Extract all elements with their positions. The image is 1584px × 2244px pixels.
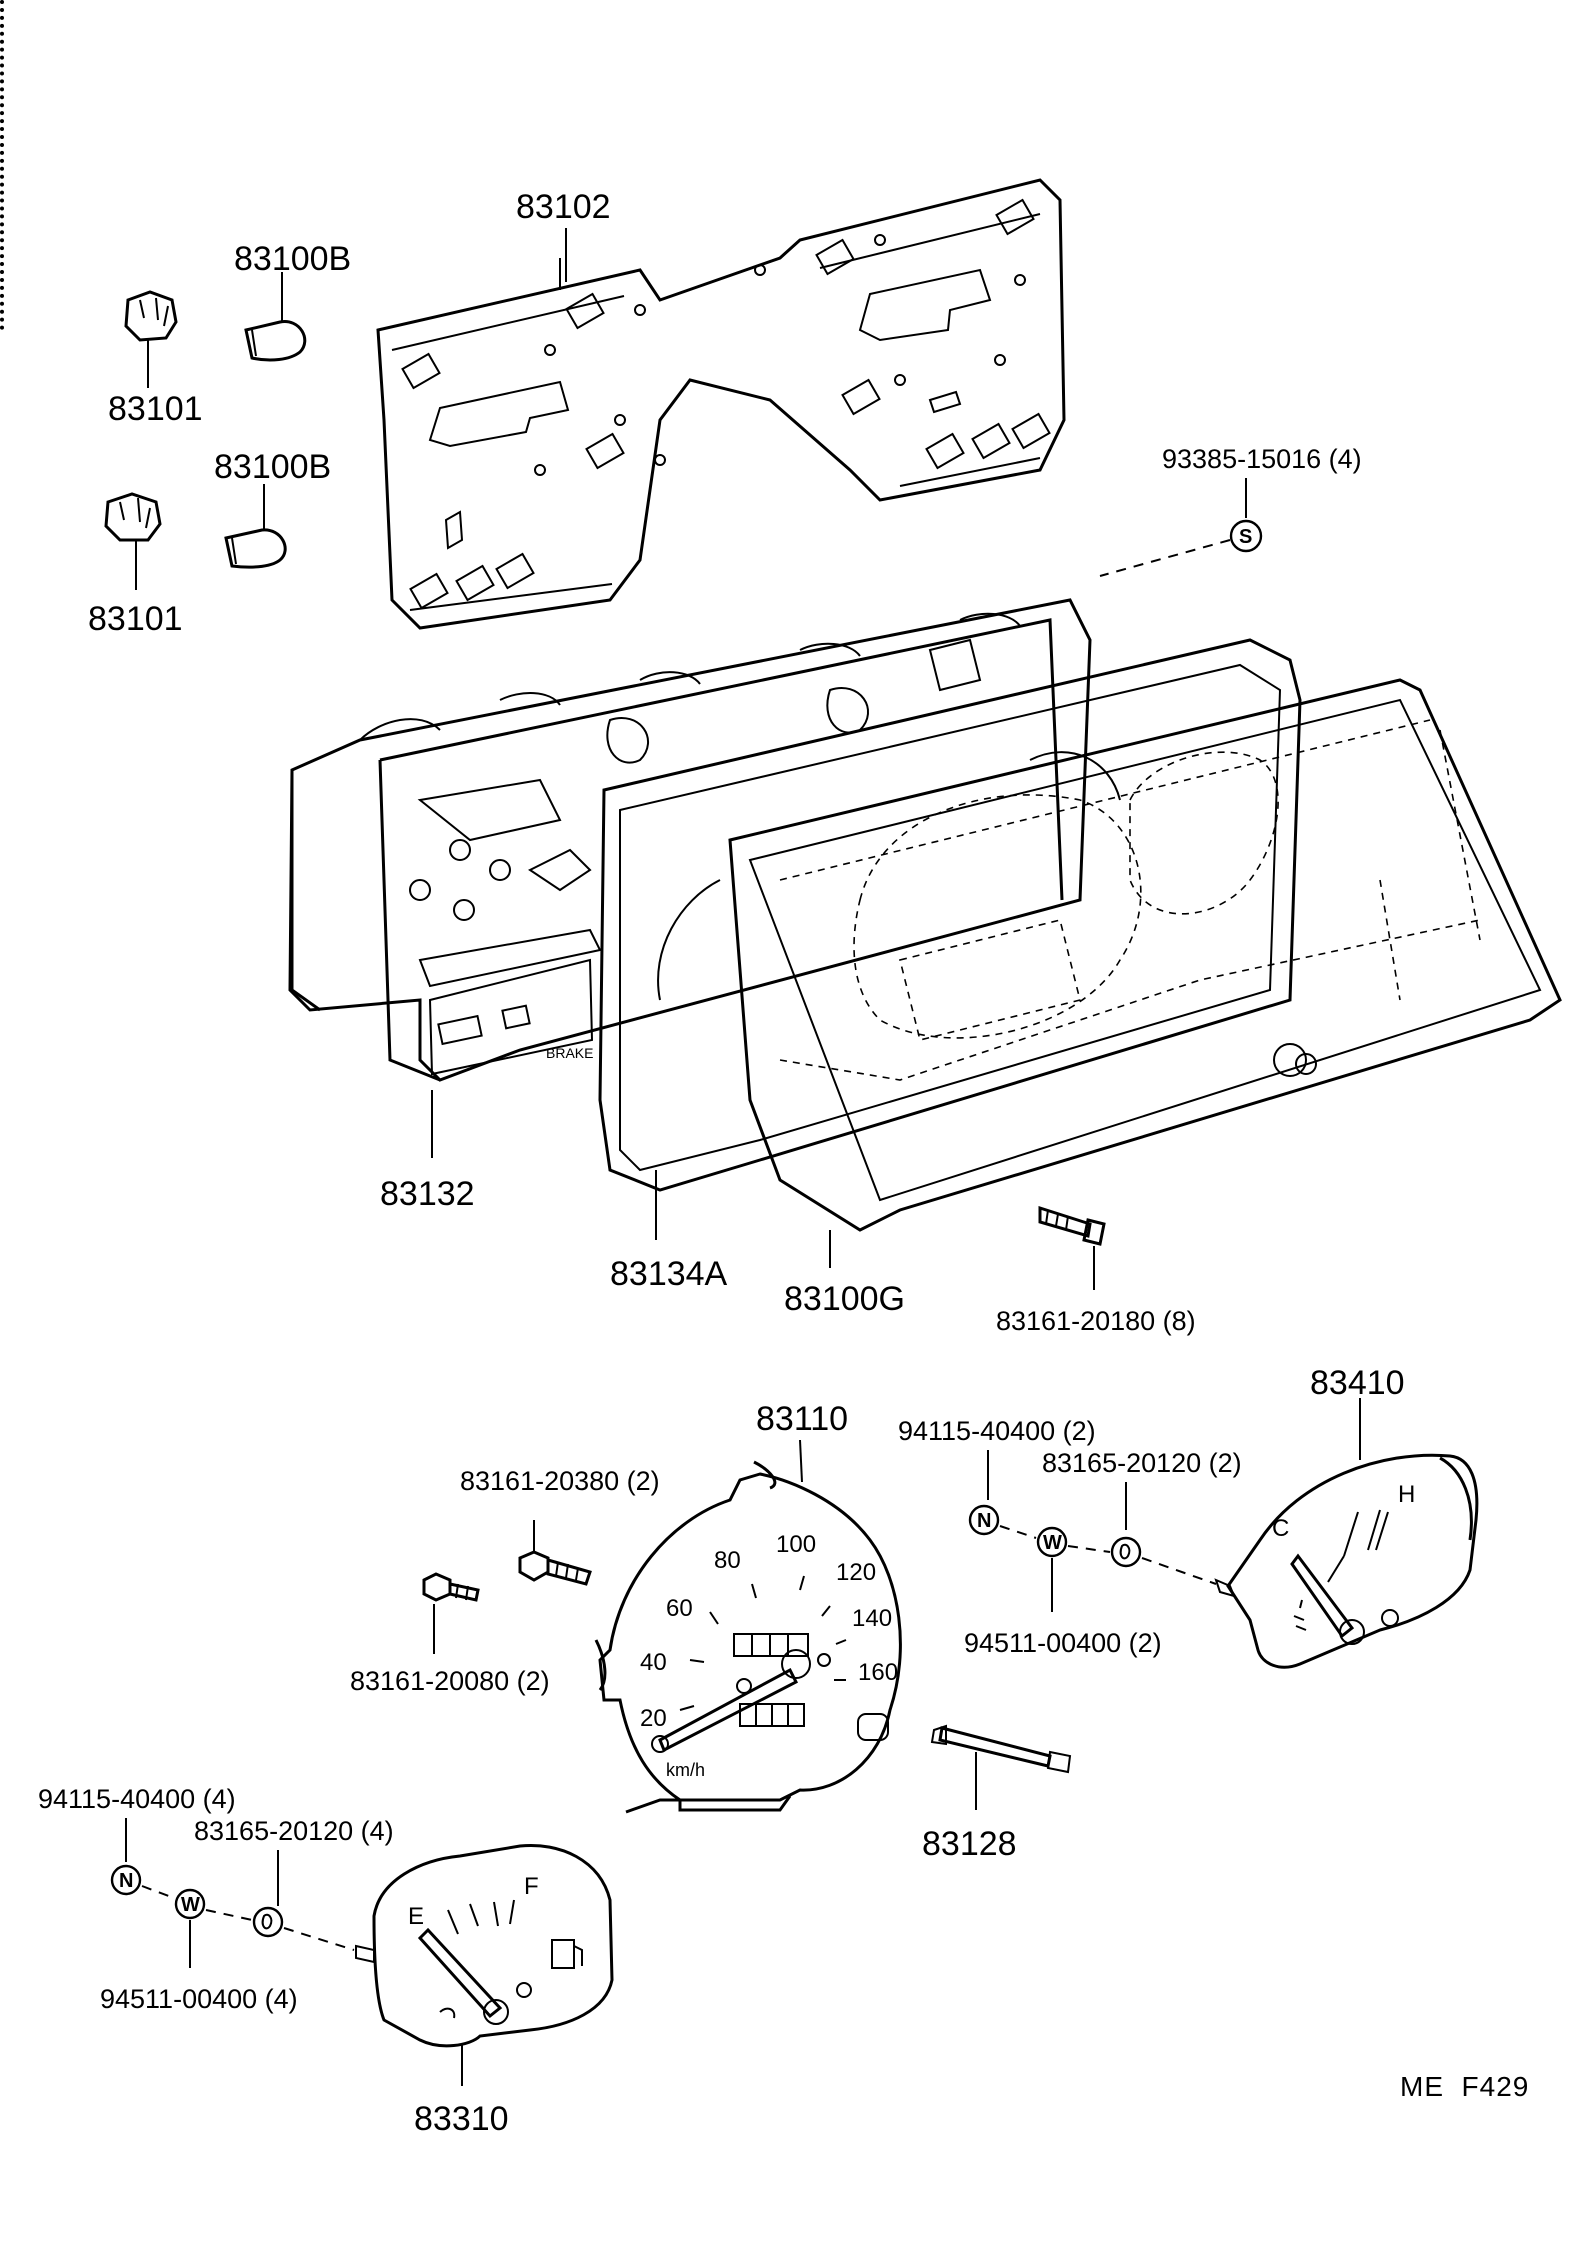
figure-code: ME F429 [1400,2071,1529,2102]
nut-symbol-icon-right [968,1504,1000,1536]
label-94115-40400-right: 94115-40400 (2) [898,1416,1096,1446]
temp-cold-mark: C [1272,1515,1289,1542]
label-83134a: 83134A [610,1255,728,1293]
meter-case-83132 [288,598,1092,1082]
insulator-washer-icon-left [252,1906,284,1938]
socket-83101-top [124,290,178,388]
bulb-83100b-top [244,272,307,362]
label-83161-20380: 83161-20380 (2) [460,1466,660,1496]
speed-mark-80: 80 [714,1547,741,1574]
speed-unit: km/h [666,1760,705,1780]
label-94511-00400-right: 94511-00400 (2) [964,1628,1162,1658]
temp-hot-mark: H [1398,1481,1415,1508]
bulb-83100b-bottom [224,484,287,569]
nut-symbol-icon-left [110,1864,142,1896]
speed-mark-120: 120 [836,1559,876,1586]
insulator-washer-icon-right [1110,1536,1142,1568]
socket-83101-bottom [104,492,162,590]
screw-83161-20180 [1038,1205,1106,1246]
speed-mark-20: 20 [640,1705,667,1732]
fuel-gauge-83310 [355,1843,614,2048]
warning-brake-text: BRAKE [546,1045,593,1061]
speed-mark-40: 40 [640,1649,667,1676]
screw-83161-20380 [518,1550,592,1586]
link-rod-83128 [930,1724,1072,1774]
label-83110: 83110 [756,1400,848,1438]
nut-symbol-letter-left: N [119,1870,133,1892]
meter-glass-83100g [728,678,1562,1232]
label-83165-20120-left: 83165-20120 (4) [194,1816,394,1846]
label-83100b-top: 83100B [234,240,351,278]
label-83161-20080: 83161-20080 (2) [350,1666,550,1696]
label-83410: 83410 [1310,1364,1405,1402]
meter-mask-83134a [598,638,1302,1192]
screw-symbol-icon [1229,519,1263,553]
temperature-gauge-83410 [1214,1453,1479,1669]
label-83161-20180: 83161-20180 (8) [996,1306,1196,1336]
label-83101-top: 83101 [108,390,203,428]
washer-symbol-letter-left: W [181,1894,200,1916]
scan-edge-dots [0,0,12,330]
speed-mark-100: 100 [776,1531,816,1558]
washer-symbol-letter-right: W [1043,1532,1062,1554]
label-83100b-bottom: 83100B [214,448,331,486]
speed-mark-160: 160 [858,1659,898,1686]
label-83165-20120-right: 83165-20120 (2) [1042,1448,1242,1478]
speed-mark-60: 60 [666,1595,693,1622]
washer-symbol-icon-left [174,1888,206,1920]
label-83100g: 83100G [784,1280,905,1318]
label-94115-40400-left: 94115-40400 (4) [38,1784,236,1814]
fuel-full-mark: F [524,1873,539,1900]
speedometer-83110 [594,1460,902,1814]
speedometer-dial: 20 40 60 80 100 120 140 160 km/h [640,1531,898,1780]
washer-symbol-icon-right [1036,1526,1068,1558]
label-83102: 83102 [516,188,611,226]
speed-mark-140: 140 [852,1605,892,1632]
label-83310: 83310 [414,2100,509,2138]
fuel-empty-mark: E [408,1903,424,1930]
label-83132: 83132 [380,1175,475,1213]
printed-circuit-plate-83102 [376,178,1066,630]
label-83128: 83128 [922,1825,1017,1863]
label-93385-15016: 93385-15016 (4) [1162,444,1362,474]
nut-symbol-letter-right: N [977,1510,991,1532]
screw-83161-20080 [422,1572,480,1602]
screw-symbol-letter: S [1239,526,1252,548]
label-94511-00400-left: 94511-00400 (4) [100,1984,298,2014]
label-83101-bottom: 83101 [88,600,183,638]
